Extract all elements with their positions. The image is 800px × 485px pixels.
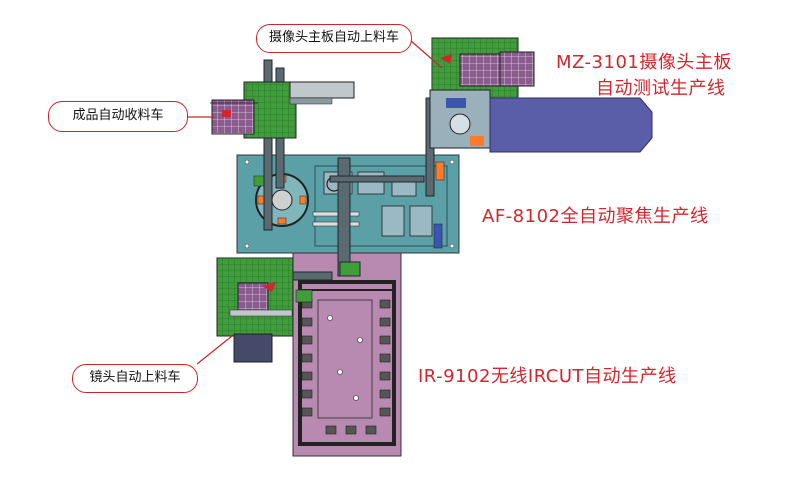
callout-pointers <box>186 39 443 365</box>
camera-board-trolley <box>429 37 535 149</box>
callout-camera-board-feeder: 摄像头主板自动上料车 <box>256 24 412 53</box>
ir-line-table <box>292 251 402 457</box>
af-line-table <box>236 154 460 254</box>
title-mz-line-1: MZ-3101摄像头主板 <box>556 52 732 73</box>
title-ir-line: IR-9102无线IRCUT自动生产线 <box>418 366 677 387</box>
title-af-line: AF-8102全自动聚焦生产线 <box>482 206 709 227</box>
callout-lens-feeder: 镜头自动上料车 <box>72 364 198 393</box>
finished-product-trolley <box>210 81 355 139</box>
mz-line-bar <box>489 97 653 153</box>
title-mz-line-2: 自动测试生产线 <box>596 78 726 99</box>
lens-feeder-trolley <box>216 257 294 363</box>
callout-finished-product-collector: 成品自动收料车 <box>48 101 188 132</box>
